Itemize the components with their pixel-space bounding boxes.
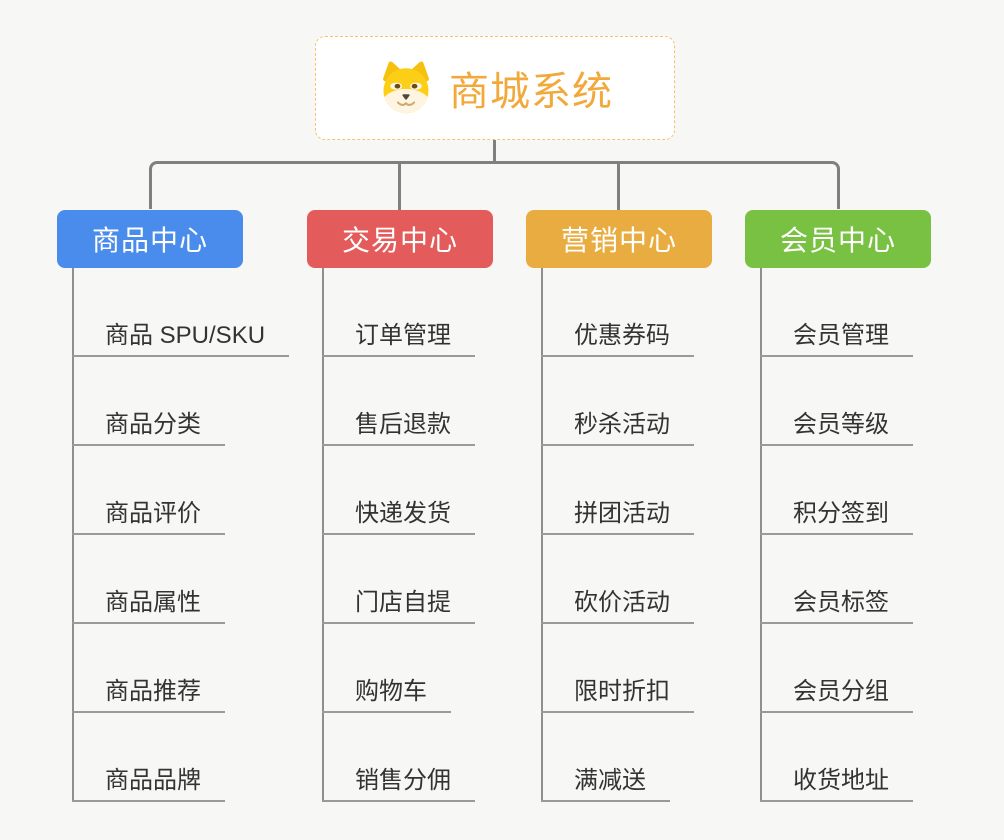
branch-trade: 交易中心订单管理售后退款快递发货门店自提购物车销售分佣 <box>307 210 557 810</box>
subtopic-item[interactable]: 会员管理 <box>760 319 913 357</box>
root-topic-label: 商城系统 <box>449 70 613 114</box>
subtopic-item[interactable]: 商品分类 <box>72 408 225 446</box>
subtopic-item[interactable]: 满减送 <box>541 764 670 802</box>
branch-marketing: 营销中心优惠券码秒杀活动拼团活动砍价活动限时折扣满减送 <box>526 210 776 810</box>
subtopic-item[interactable]: 购物车 <box>322 675 451 713</box>
root-topic[interactable]: 商城系统 <box>315 36 675 140</box>
subtopic-item[interactable]: 限时折扣 <box>541 675 694 713</box>
shiba-dog-icon <box>377 61 435 115</box>
connector-rail <box>149 161 840 209</box>
branch-spine <box>322 268 324 802</box>
branch-header-trade[interactable]: 交易中心 <box>307 210 493 268</box>
subtopic-item[interactable]: 快递发货 <box>322 497 475 535</box>
branch-header-marketing[interactable]: 营销中心 <box>526 210 712 268</box>
branch-spine <box>72 268 74 802</box>
branch-products: 商品中心商品 SPU/SKU 商品分类商品评价商品属性商品推荐商品品牌 <box>57 210 307 810</box>
subtopic-item[interactable]: 会员分组 <box>760 675 913 713</box>
subtopic-item[interactable]: 商品评价 <box>72 497 225 535</box>
subtopic-item[interactable]: 会员等级 <box>760 408 913 446</box>
subtopic-item[interactable]: 拼团活动 <box>541 497 694 535</box>
subtopic-item[interactable]: 优惠券码 <box>541 319 694 357</box>
branch-members: 会员中心会员管理会员等级积分签到会员标签会员分组收货地址 <box>745 210 995 810</box>
subtopic-item[interactable]: 商品 SPU/SKU <box>72 319 290 357</box>
connector-drop-branch-2 <box>398 163 401 210</box>
branch-header-products[interactable]: 商品中心 <box>57 210 243 268</box>
subtopic-item[interactable]: 商品品牌 <box>72 764 225 802</box>
connector-drop-branch-3 <box>617 163 620 210</box>
connector-root-stub <box>493 140 496 164</box>
subtopic-item[interactable]: 收货地址 <box>760 764 913 802</box>
subtopic-item[interactable]: 门店自提 <box>322 586 475 624</box>
branch-spine <box>760 268 762 802</box>
subtopic-item[interactable]: 售后退款 <box>322 408 475 446</box>
subtopic-item[interactable]: 会员标签 <box>760 586 913 624</box>
subtopic-item[interactable]: 商品推荐 <box>72 675 225 713</box>
subtopic-item[interactable]: 秒杀活动 <box>541 408 694 446</box>
branch-spine <box>541 268 543 802</box>
subtopic-item[interactable]: 销售分佣 <box>322 764 475 802</box>
subtopic-item[interactable]: 砍价活动 <box>541 586 694 624</box>
subtopic-item[interactable]: 积分签到 <box>760 497 913 535</box>
subtopic-item[interactable]: 商品属性 <box>72 586 225 624</box>
subtopic-item[interactable]: 订单管理 <box>322 319 475 357</box>
branch-header-members[interactable]: 会员中心 <box>745 210 931 268</box>
